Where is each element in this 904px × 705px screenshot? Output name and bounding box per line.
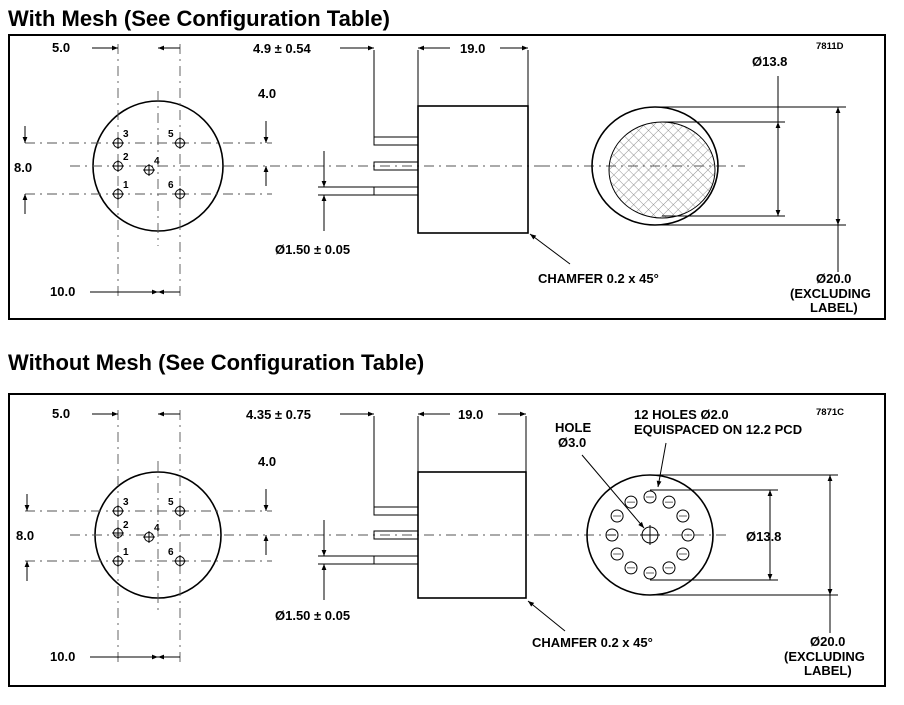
chamfer-label: CHAMFER 0.2 x 45° <box>532 635 653 650</box>
excluding-label-1: (EXCLUDING <box>784 649 865 664</box>
dim-pin-offset: 5.0 <box>52 40 70 55</box>
dim-body-height: 19.0 <box>458 407 483 422</box>
dim-pin-spacing-h: 8.0 <box>16 528 34 543</box>
chamfer-label: CHAMFER 0.2 x 45° <box>538 271 659 286</box>
pin-2: 2 <box>112 520 129 539</box>
pin-1: 1 <box>112 180 129 200</box>
ring-hole <box>610 547 624 561</box>
ring-hole <box>624 561 638 575</box>
svg-text:1: 1 <box>123 180 129 191</box>
dim-pin-diameter: Ø1.50 ± 0.05 <box>275 242 350 257</box>
pin-4: 4 <box>143 156 160 176</box>
dim-outer-diameter: Ø20.0 <box>816 271 851 286</box>
ring-hole <box>676 547 690 561</box>
dim-pin-offset: 5.0 <box>52 406 70 421</box>
ring-hole <box>643 490 657 504</box>
pin-6: 6 <box>168 180 186 200</box>
excluding-label-2: LABEL) <box>804 663 852 678</box>
pin-1: 1 <box>112 547 129 567</box>
side-view: 4.35 ± 0.75 19.0 Ø1.50 ± 0.05 CHAMFER 0.… <box>246 407 653 650</box>
hole-diameter: Ø3.0 <box>558 435 586 450</box>
svg-text:5: 5 <box>168 497 174 508</box>
dim-inner-diameter: Ø13.8 <box>746 529 781 544</box>
drawing-code: 7871C <box>816 407 844 418</box>
hole-ring <box>605 490 695 580</box>
pin-3: 3 <box>112 497 129 517</box>
panel-without-mesh: 7871C 3 5 2 4 1 6 5.0 <box>8 393 886 687</box>
excluding-label-2: LABEL) <box>810 300 858 315</box>
ring-hole <box>605 528 619 542</box>
hole-label: HOLE <box>555 420 591 435</box>
dim-outer-diameter: Ø20.0 <box>810 634 845 649</box>
ring-hole <box>662 561 676 575</box>
dim-pin-spacing-v: 4.0 <box>258 454 276 469</box>
dim-mesh-diameter: Ø13.8 <box>752 54 787 69</box>
dim-pin-spacing-h: 8.0 <box>14 160 32 175</box>
pin-3: 3 <box>112 129 129 149</box>
svg-text:6: 6 <box>168 180 174 191</box>
excluding-label-1: (EXCLUDING <box>790 286 871 301</box>
svg-text:5: 5 <box>168 129 174 140</box>
ring-hole <box>643 566 657 580</box>
top-view-mesh: Ø13.8 Ø20.0 (EXCLUDING LABEL) <box>540 54 871 315</box>
ring-hole <box>610 509 624 523</box>
side-view: 4.9 ± 0.54 19.0 Ø1.50 ± 0.05 CHAMFER 0.2… <box>248 41 659 286</box>
dim-pin-length: 4.35 ± 0.75 <box>246 407 311 422</box>
pin-4: 4 <box>143 523 160 543</box>
svg-text:3: 3 <box>123 129 129 140</box>
bottom-view: 3 5 2 4 1 6 5.0 8.0 4.0 <box>14 40 276 299</box>
heading-without-mesh: Without Mesh (See Configuration Table) <box>8 350 425 375</box>
dim-pin-length: 4.9 ± 0.54 <box>253 41 312 56</box>
svg-text:4: 4 <box>154 156 160 167</box>
holes-label-1: 12 HOLES Ø2.0 <box>634 407 729 422</box>
svg-text:4: 4 <box>154 523 160 534</box>
top-view-holes: HOLE Ø3.0 12 HOLES Ø2.0 EQUISPACED ON 12… <box>540 407 865 678</box>
svg-text:1: 1 <box>123 547 129 558</box>
holes-label-2: EQUISPACED ON 12.2 PCD <box>634 422 802 437</box>
ring-hole <box>624 495 638 509</box>
pin-5: 5 <box>168 497 186 517</box>
svg-text:2: 2 <box>123 520 129 531</box>
ring-hole <box>681 528 695 542</box>
dim-pin-spacing-v: 4.0 <box>258 86 276 101</box>
drawing-with-mesh: 7811D 3 5 2 4 1 6 5.0 <box>14 40 871 315</box>
dim-body-height: 19.0 <box>460 41 485 56</box>
pin-5: 5 <box>168 129 186 149</box>
dim-pin-spacing-w: 10.0 <box>50 649 75 664</box>
ring-hole <box>676 509 690 523</box>
bottom-view: 3 5 2 4 1 6 5.0 8.0 4.0 <box>16 406 276 665</box>
pin-6: 6 <box>168 547 186 567</box>
dim-pin-spacing-w: 10.0 <box>50 284 75 299</box>
svg-text:6: 6 <box>168 547 174 558</box>
svg-text:3: 3 <box>123 497 129 508</box>
ring-hole <box>662 495 676 509</box>
drawing-code: 7811D <box>816 41 844 52</box>
dim-pin-diameter: Ø1.50 ± 0.05 <box>275 608 350 623</box>
drawing-without-mesh: 7871C 3 5 2 4 1 6 5.0 <box>16 406 865 678</box>
panel-with-mesh: 7811D 3 5 2 4 1 6 5.0 <box>8 34 886 320</box>
svg-text:2: 2 <box>123 152 129 163</box>
pin-2: 2 <box>112 152 129 172</box>
heading-with-mesh: With Mesh (See Configuration Table) <box>8 6 390 31</box>
